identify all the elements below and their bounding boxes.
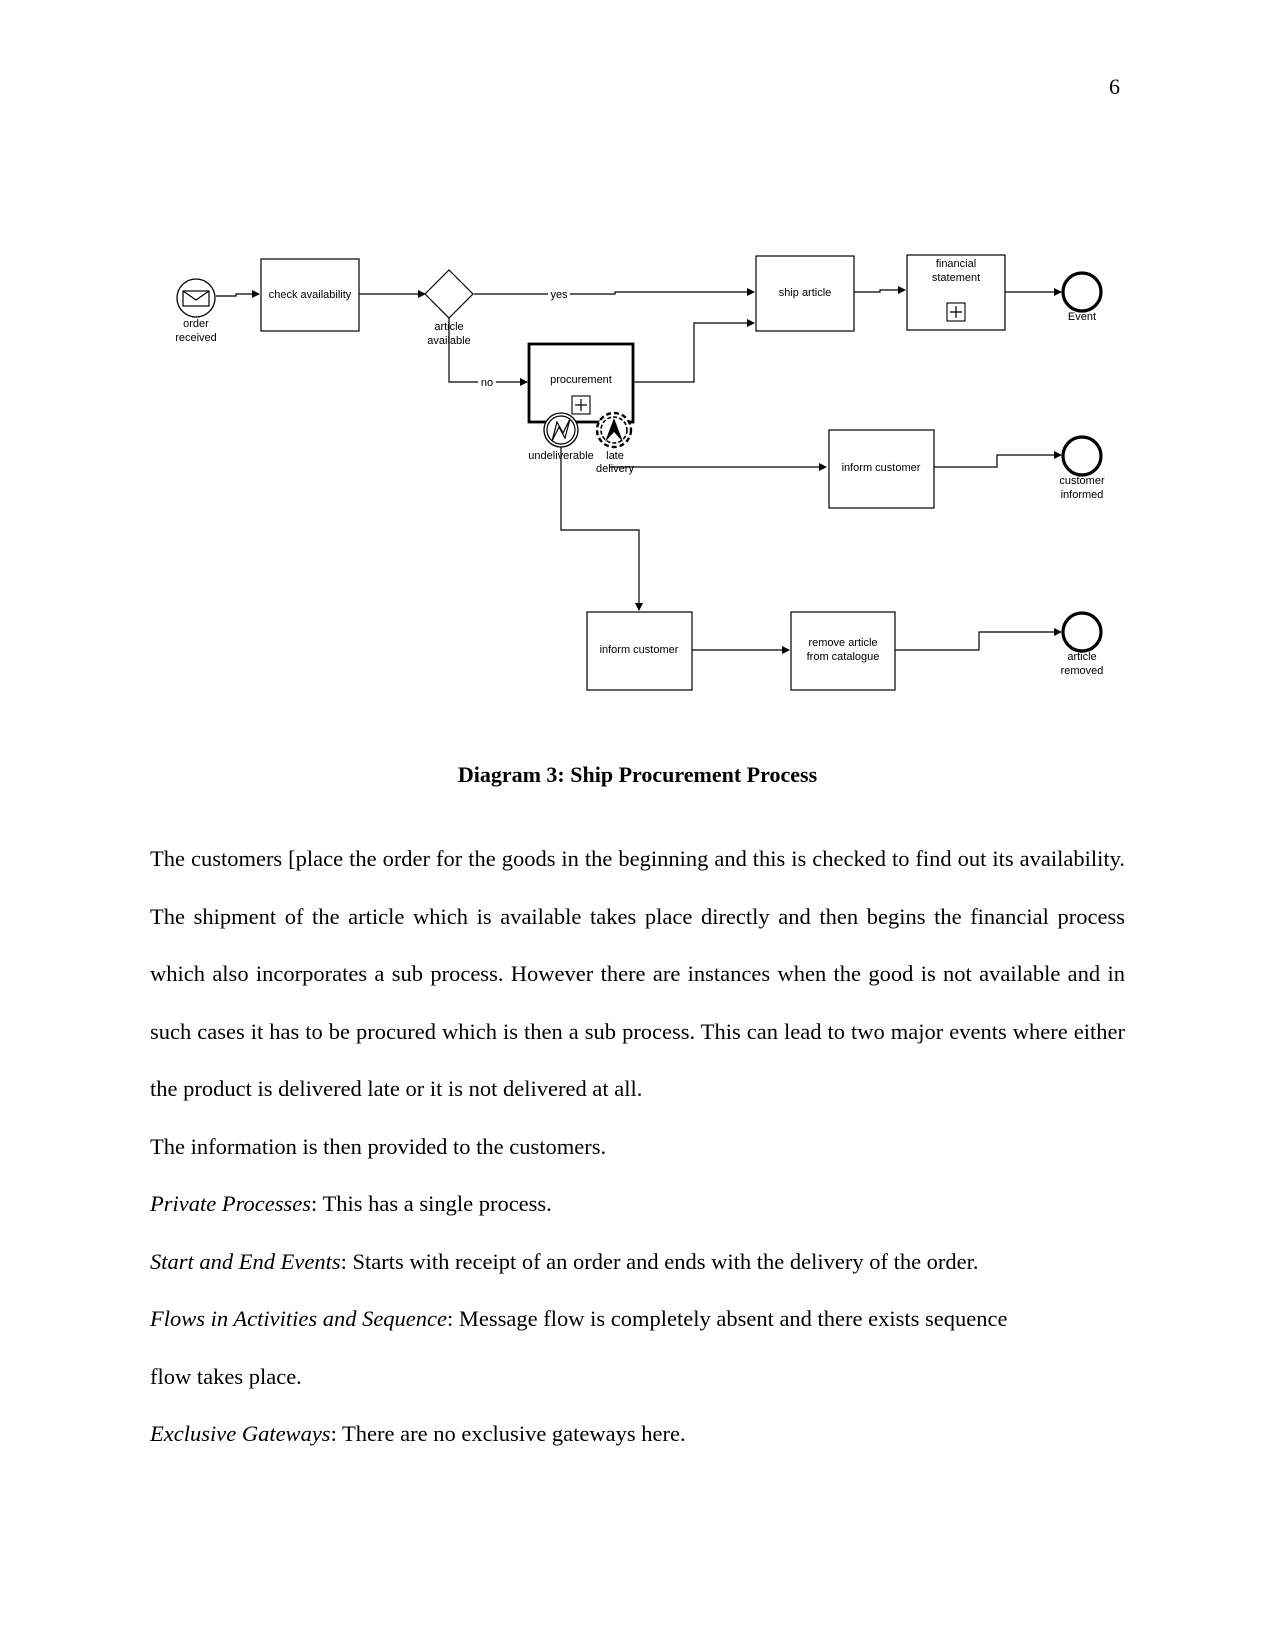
task-inform-customer-1: inform customer xyxy=(828,429,935,509)
item-start-end-events: Start and End Events: Starts with receip… xyxy=(150,1233,1125,1291)
end3-label-2: removed xyxy=(1061,665,1104,677)
subprocess-financial-statement: financial statement xyxy=(906,254,1006,331)
flow-procurement-to-ship xyxy=(632,319,755,383)
item-flows: Flows in Activities and Sequence: Messag… xyxy=(150,1290,1125,1348)
end2-label-1: customer xyxy=(1059,475,1105,487)
financial-label-1: financial xyxy=(936,258,976,270)
financial-label-2: statement xyxy=(932,272,980,284)
item-text: : Message flow is completely absent and … xyxy=(447,1306,1008,1331)
intro-paragraph: The customers [place the order for the g… xyxy=(150,846,1125,1101)
item-private-processes: Private Processes: This has a single pro… xyxy=(150,1175,1125,1233)
gateway-article-available: article available xyxy=(424,269,474,347)
boundary-event-undeliverable: undeliverable xyxy=(528,412,594,462)
task-remove-article: remove article from catalogue xyxy=(790,611,896,691)
late-label-2: delivery xyxy=(596,463,634,475)
flow-ship-to-financial xyxy=(853,286,906,294)
body-text: The customers [place the order for the g… xyxy=(150,830,1125,1463)
figure-caption: Diagram 3: Ship Procurement Process xyxy=(457,762,818,787)
task-inform-customer-2: inform customer xyxy=(586,611,693,691)
flow-gateway-yes xyxy=(474,288,755,296)
collapsed-subprocess-icon xyxy=(946,302,966,322)
flow-inform-to-end xyxy=(933,451,1062,468)
start-event-label-1: order xyxy=(183,318,209,330)
flow-label-yes: yes xyxy=(548,286,570,301)
svg-text:yes: yes xyxy=(550,289,568,301)
remove-label-1: remove article xyxy=(808,637,877,649)
end-event-article-removed: article removed xyxy=(1061,611,1104,677)
flow-gateway-no xyxy=(448,318,528,386)
late-label-1: late xyxy=(606,450,624,462)
flow-undeliverable-to-inform xyxy=(560,446,643,611)
end-event-event: Event xyxy=(1061,271,1103,323)
item-text: : This has a single process. xyxy=(311,1191,552,1216)
svg-text:no: no xyxy=(481,377,493,389)
escalation-icon xyxy=(605,418,623,442)
svg-text:inform customer: inform customer xyxy=(842,462,921,474)
item-term: Private Processes xyxy=(150,1191,311,1216)
svg-text:Event: Event xyxy=(1068,311,1096,323)
error-icon xyxy=(551,418,571,442)
gateway-label-1: article xyxy=(434,321,463,333)
start-event-label-2: received xyxy=(175,332,217,344)
item-term: Flows in Activities and Sequence xyxy=(150,1306,448,1331)
envelope-icon xyxy=(182,290,210,307)
page-number: 6 xyxy=(1109,74,1120,99)
flow-label-no: no xyxy=(478,375,496,389)
svg-text:inform customer: inform customer xyxy=(600,644,679,656)
gateway-label-2: available xyxy=(427,335,470,347)
end3-label-1: article xyxy=(1067,651,1096,663)
item-term: Start and End Events xyxy=(150,1248,341,1274)
sequence-flows xyxy=(216,286,1062,654)
item-text: : Starts with receipt of an order and en… xyxy=(340,1248,979,1274)
svg-text:procurement: procurement xyxy=(550,374,612,386)
bpmn-diagram: order received check availability articl… xyxy=(175,254,1105,691)
task-ship-article: ship article xyxy=(755,255,855,332)
collapsed-subprocess-icon xyxy=(571,395,591,415)
flow-start-to-check xyxy=(216,290,260,298)
item-exclusive-gateways: Exclusive Gateways: There are no exclusi… xyxy=(150,1405,1125,1463)
svg-text:undeliverable: undeliverable xyxy=(528,450,593,462)
start-event-order-received: order received xyxy=(175,278,217,344)
flow-remove-to-end xyxy=(893,628,1062,651)
item-text: : There are no exclusive gateways here. xyxy=(330,1421,686,1446)
svg-text:check availability: check availability xyxy=(269,289,352,301)
info-line: The information is then provided to the … xyxy=(150,1133,607,1159)
subprocess-procurement: procurement xyxy=(527,342,635,424)
item-text: flow takes place. xyxy=(150,1363,302,1389)
task-check-availability: check availability xyxy=(260,258,360,332)
remove-label-2: from catalogue xyxy=(807,651,880,663)
boundary-event-late-delivery: late delivery xyxy=(595,411,634,475)
item-flows-continued: flow takes place. xyxy=(150,1348,1125,1406)
item-term: Exclusive Gateways xyxy=(150,1421,331,1446)
end-event-customer-informed: customer informed xyxy=(1059,435,1105,501)
svg-text:ship article: ship article xyxy=(779,287,832,299)
end2-label-2: informed xyxy=(1061,489,1104,501)
